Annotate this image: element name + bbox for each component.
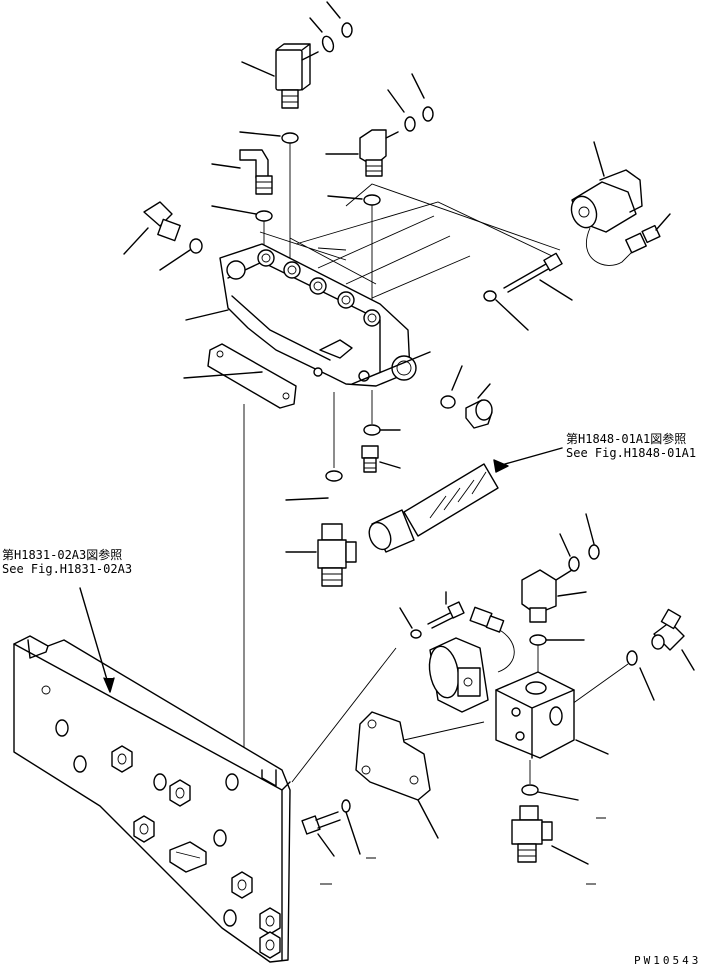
pressure-switch-top: [275, 43, 319, 109]
bolt-upper: [427, 601, 465, 629]
o-ring-8: [189, 238, 203, 254]
ref-text-en: See Fig.H1848-01A1: [566, 446, 697, 460]
o-ring-5: [404, 116, 416, 132]
plug: [465, 399, 493, 429]
pressure-switch-middle: [359, 129, 399, 177]
mounting-gasket: [355, 711, 431, 801]
o-ring-7: [363, 194, 381, 206]
adapter-lower-right: [651, 608, 685, 651]
o-ring-15: [626, 650, 638, 666]
drawing-code: PW10543: [634, 954, 702, 967]
o-ring-11: [325, 470, 343, 482]
ref-text-jp: 第H1831-02A3図参照: [2, 548, 123, 562]
ref-label-bracket: 第H1831-02A3図参照 See Fig.H1831-02A3: [2, 548, 132, 576]
gasket-plate: [207, 343, 297, 409]
o-ring-3: [281, 132, 299, 144]
o-ring-9: [440, 395, 456, 409]
o-ring-16: [521, 784, 539, 796]
ref-label-valve-group: 第H1848-01A1図参照 See Fig.H1848-01A1: [566, 432, 696, 460]
solenoid-valve-top: [570, 169, 661, 266]
o-ring-12: [568, 556, 580, 572]
solenoid-valve-lower: [428, 606, 515, 713]
elbow-switch-lower: [521, 569, 573, 623]
long-bolt: [503, 252, 563, 293]
ref-text-en: See Fig.H1831-02A3: [2, 562, 133, 576]
o-ring-4: [255, 210, 273, 222]
washer-right: [483, 290, 497, 302]
o-ring-2: [341, 22, 353, 38]
o-ring-13: [588, 544, 600, 560]
mounting-bracket: [13, 635, 291, 963]
washer-lower: [341, 799, 351, 813]
nipple: [361, 445, 379, 473]
bolt-lower: [301, 811, 341, 835]
fitting-lower: [511, 805, 553, 863]
valve-manifold: [219, 243, 417, 387]
o-ring-14: [529, 634, 547, 646]
elbow-fitting: [239, 149, 273, 195]
adapter-left: [143, 201, 181, 242]
o-ring-10: [363, 424, 381, 436]
ref-text-jp: 第H1848-01A1図参照: [566, 432, 687, 446]
o-ring-6: [422, 106, 434, 122]
check-valve-fitting: [317, 523, 357, 587]
hose-assembly: [368, 463, 499, 553]
o-ring-1: [321, 35, 335, 53]
valve-block: [495, 671, 575, 759]
washer-upper: [410, 629, 422, 639]
